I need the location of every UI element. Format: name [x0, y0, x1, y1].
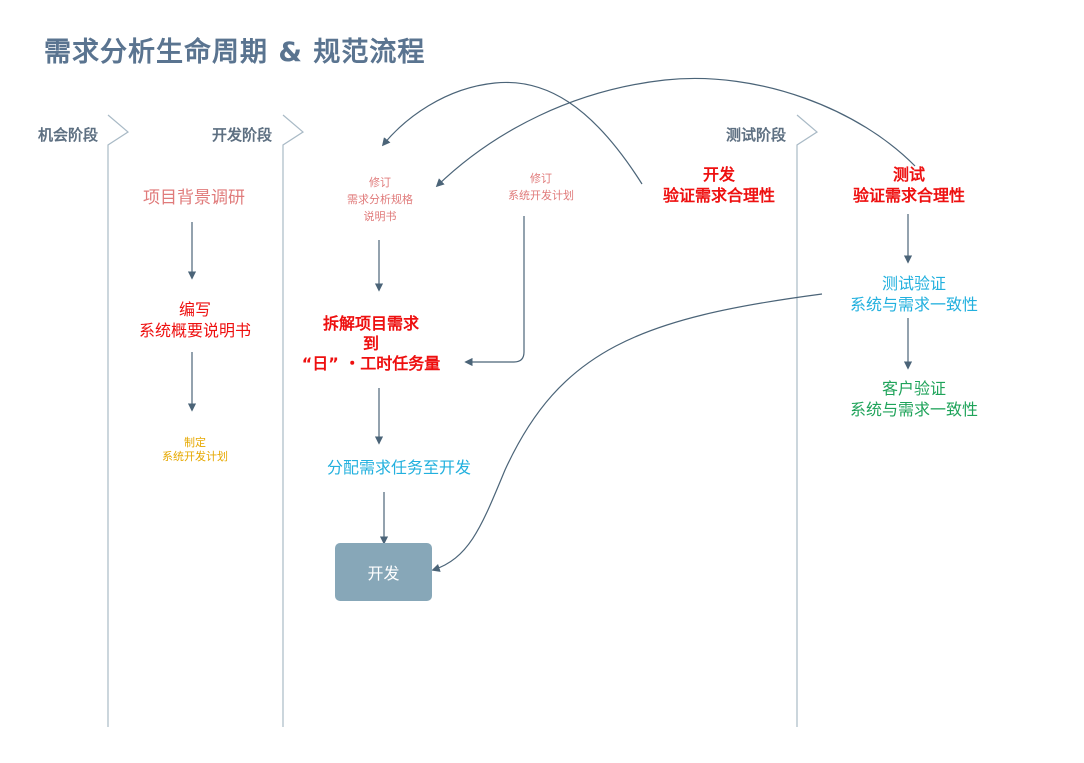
node-dev-verify-line-1: 开发 — [702, 165, 736, 184]
node-test-verify-line-1: 测试 — [892, 165, 926, 184]
node-make-plan-line-2: 系统开发计划 — [162, 450, 228, 464]
node-revise-spec-line-2: 需求分析规格 — [347, 193, 413, 207]
node-revise-plan: 修订 系统开发计划 — [508, 170, 574, 204]
node-revise-plan-line-1: 修订 — [530, 172, 552, 185]
node-customer-check-line-2: 系统与需求一致性 — [849, 399, 979, 419]
node-dev-verify-line-2: 验证需求合理性 — [662, 185, 776, 205]
phase-label-opportunity: 机会阶段 — [38, 126, 99, 144]
node-dev-verify: 开发 验证需求合理性 — [663, 165, 775, 207]
arrow-test-verify-to-revise-spec — [435, 77, 916, 188]
node-test-check: 测试验证 系统与需求一致性 — [850, 274, 978, 316]
node-test-check-line-1: 测试验证 — [881, 274, 947, 293]
node-decompose-line-3: “日” ・工时任务量 — [301, 354, 441, 373]
node-decompose-line-1: 拆解项目需求 — [322, 314, 420, 333]
node-develop-label: 开发 — [367, 564, 400, 583]
arrow-revise-plan-to-decompose — [464, 216, 525, 367]
node-revise-spec: 修订 需求分析规格 说明书 — [347, 174, 413, 225]
node-develop-box: 开发 — [335, 543, 432, 601]
phase-label-development: 开发阶段 — [212, 126, 273, 144]
node-revise-spec-line-3: 说明书 — [363, 210, 397, 224]
node-customer-check: 客户验证 系统与需求一致性 — [850, 379, 978, 421]
lane-testing — [796, 114, 819, 727]
node-decompose-line-2: 到 — [362, 334, 380, 353]
node-write-overview-line-2: 系统概要说明书 — [138, 320, 252, 340]
node-customer-check-line-1: 客户验证 — [881, 379, 947, 398]
node-test-verify-line-2: 验证需求合理性 — [852, 185, 966, 205]
node-test-verify: 测试 验证需求合理性 — [853, 165, 965, 207]
phase-label-testing: 测试阶段 — [726, 126, 787, 144]
node-assign: 分配需求任务至开发 — [326, 458, 472, 477]
node-make-plan-line-1: 制定 — [184, 436, 206, 449]
page-title: 需求分析生命周期 & 规范流程 — [44, 37, 426, 68]
phase-lane-lines — [107, 114, 819, 727]
node-revise-spec-line-1: 修订 — [369, 176, 391, 189]
lane-opportunity — [107, 114, 130, 727]
node-write-overview-line-1: 编写 — [178, 300, 212, 319]
arrow-test-check-to-develop — [431, 293, 823, 572]
node-revise-plan-line-2: 系统开发计划 — [508, 189, 574, 203]
node-test-check-line-2: 系统与需求一致性 — [849, 294, 979, 314]
flow-arrows — [187, 77, 916, 572]
node-make-plan: 制定 系统开发计划 — [162, 436, 228, 465]
node-decompose: 拆解项目需求 到 “日” ・工时任务量 — [302, 314, 441, 374]
node-background-research: 项目背景调研 — [143, 188, 245, 208]
arrow-dev-verify-to-revise-spec — [381, 81, 643, 185]
node-write-overview: 编写 系统概要说明书 — [139, 300, 251, 342]
lane-development — [282, 114, 305, 727]
